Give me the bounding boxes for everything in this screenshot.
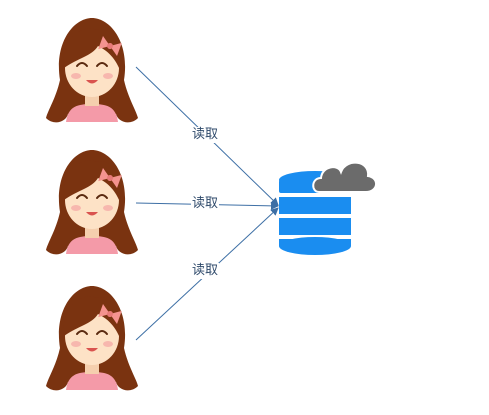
- cloud-database-icon: [279, 161, 377, 255]
- edge-label-user-1: 读取: [191, 127, 220, 143]
- edge-label-user-3: 读取: [191, 263, 220, 279]
- girl-avatar-icon: [45, 285, 139, 392]
- edge-label-user-2: 读取: [191, 196, 220, 212]
- cloud-icon: [312, 161, 377, 193]
- girl-avatar-icon: [45, 149, 139, 256]
- girl-avatar-icon: [45, 17, 139, 124]
